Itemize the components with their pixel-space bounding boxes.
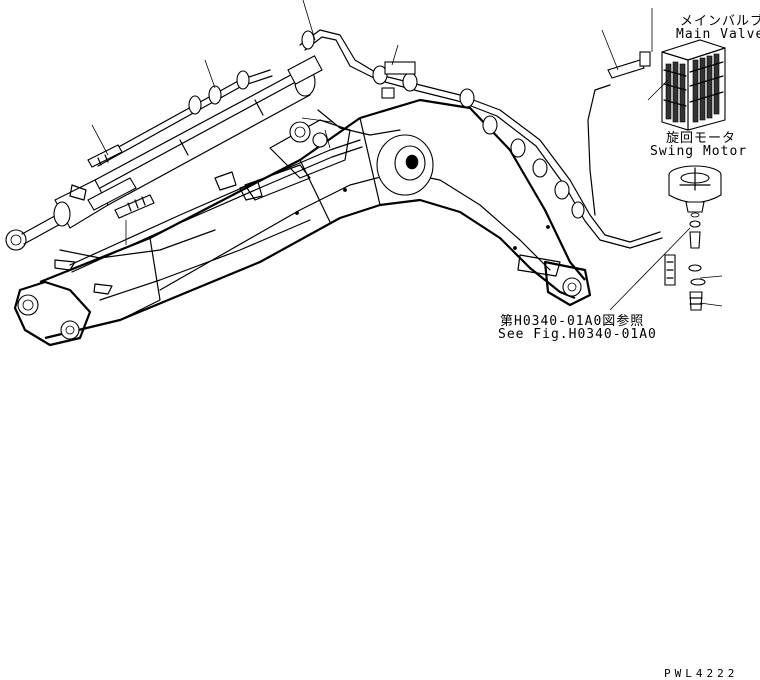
- leader-lines: [91, 0, 723, 311]
- main-valve-label-en: Main Valve: [676, 27, 760, 42]
- arm-cylinder: [5, 55, 323, 251]
- main-valve: [661, 39, 726, 131]
- piping-lines: [59, 29, 663, 301]
- boom: [13, 98, 592, 347]
- swing-motor-label-jp: 旋回モータ: [666, 131, 737, 146]
- swing-motor-label-en: Swing Motor: [650, 144, 748, 159]
- pipe-clamps: [188, 30, 585, 219]
- swing-motor: [664, 165, 722, 311]
- reference-figure-label-jp: 第H0340-01A0図参照: [500, 314, 645, 329]
- drawing-code: PWL4222: [664, 667, 739, 680]
- reference-figure-label-en: See Fig.H0340-01A0: [498, 327, 657, 342]
- main-valve-label-jp: メインバルブ: [680, 14, 760, 29]
- hose-fittings: [87, 51, 651, 219]
